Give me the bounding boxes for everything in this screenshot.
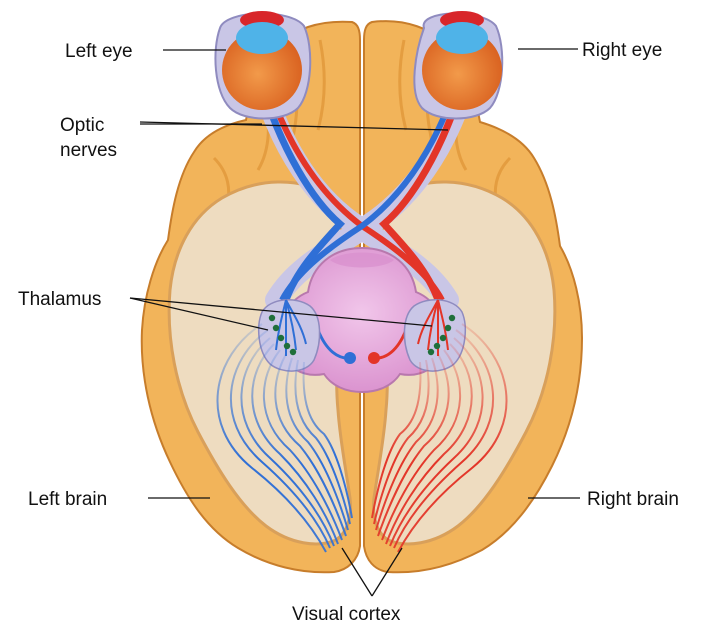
label-right-brain: Right brain — [587, 489, 679, 510]
label-optic-nerves-line1: Optic — [60, 115, 104, 136]
label-right-eye: Right eye — [582, 40, 662, 61]
label-left-brain: Left brain — [28, 489, 107, 510]
label-thalamus: Thalamus — [18, 289, 101, 310]
label-visual-cortex: Visual cortex — [292, 604, 401, 625]
right-thalamus — [404, 300, 465, 371]
left-eye-cornea — [236, 22, 288, 54]
label-optic-nerves-line2: nerves — [60, 140, 117, 161]
right-eye — [414, 11, 502, 119]
left-eye — [215, 11, 310, 119]
label-left-eye: Left eye — [65, 41, 133, 62]
right-eye-cornea — [436, 22, 488, 54]
right-nucleus-dot — [368, 352, 380, 364]
left-nucleus-dot — [344, 352, 356, 364]
